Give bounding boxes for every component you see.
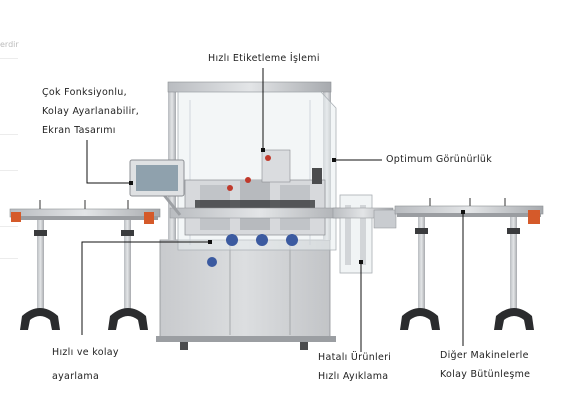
callout-text: Hızlı Etiketleme İşlemi [208,53,320,64]
callout-dots [129,148,465,264]
divider [0,170,18,171]
callout-optimum-visibility: Optimum Görünürlük [386,151,492,168]
callout-text: Çok Fonksiyonlu, [42,87,127,98]
callout-text: ayarlama [52,371,100,382]
callout-text: Hatalı Ürünleri [318,352,392,363]
left-conveyor [9,200,161,330]
callout-text: Optimum Görünürlük [386,154,493,165]
callout-leaders [81,68,464,352]
callout-integration: Diğer Makinelerle Kolay Bütünleşme [440,346,530,384]
cropped-text-fragment: erdir [0,40,19,49]
divider [0,58,18,59]
callout-text: Hızlı Ayıklama [318,371,389,382]
callout-text: Hızlı ve kolay [52,347,119,358]
divider [0,226,18,227]
leader-ayarlama [81,241,210,335]
right-conveyor [394,198,544,330]
machine-body [129,81,397,350]
callout-fast-labeling: Hızlı Etiketleme İşlemi [208,50,320,67]
divider [0,258,18,259]
divider [0,134,18,135]
left-edge-fragment: erdir [0,0,19,412]
callout-quick-adjustment: Hızlı ve kolay ayarlama [52,341,119,389]
callout-screen-design: Çok Fonksiyonlu, Kolay Ayarlanabilir, Ek… [42,83,139,140]
callout-reject-sorting: Hatalı Ürünleri Hızlı Ayıklama [318,348,391,386]
callout-text: Ekran Tasarımı [42,125,116,136]
callout-text: Kolay Ayarlanabilir, [42,106,140,117]
leader-ekran [86,140,131,184]
callout-text: Diğer Makinelerle [440,350,529,361]
callout-text: Kolay Bütünleşme [440,369,531,380]
